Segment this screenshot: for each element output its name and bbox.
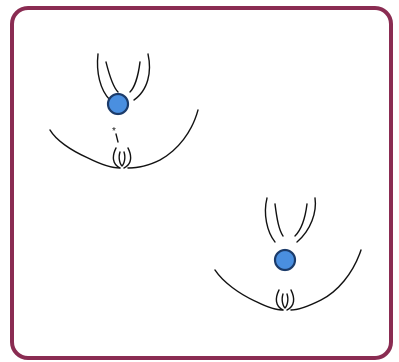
marker-star: *	[112, 126, 116, 137]
blue-ball	[275, 250, 295, 270]
body-outline	[50, 130, 120, 168]
lower-illustration	[213, 190, 365, 318]
body-outline-right	[291, 250, 361, 310]
right-leg	[297, 198, 315, 242]
body-outline	[215, 270, 283, 310]
upper-illustration: *	[48, 34, 200, 176]
left-leg	[98, 54, 111, 100]
blue-ball	[108, 94, 128, 114]
right-leg	[134, 54, 149, 100]
left-leg	[265, 198, 275, 242]
body-outline-right	[128, 110, 198, 168]
